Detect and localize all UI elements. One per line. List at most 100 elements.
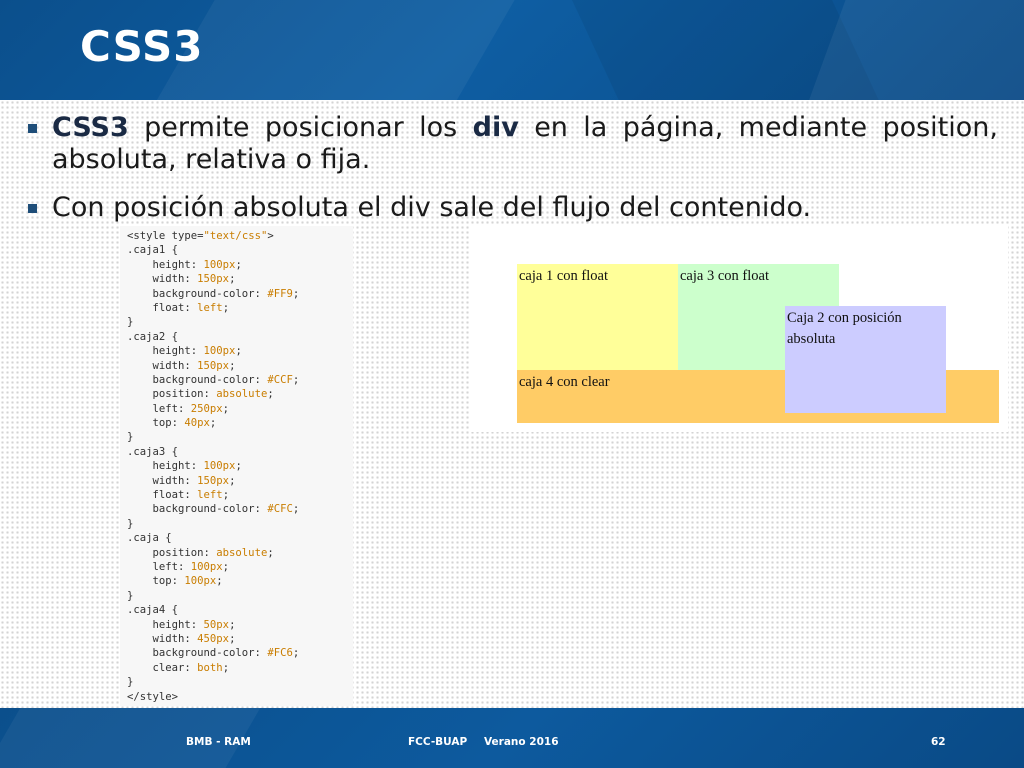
- code-token: left: [197, 489, 223, 502]
- code-line: </style>: [127, 690, 353, 704]
- code-token: ;: [267, 388, 274, 401]
- code-line: width: 150px;: [127, 359, 353, 373]
- code-line: float: left;: [127, 301, 353, 315]
- code-token: absolute: [216, 546, 268, 559]
- css-code-block: <style type="text/css">.caja1 { height: …: [120, 226, 353, 706]
- code-line: top: 100px;: [127, 574, 353, 588]
- footer-institution: FCC-BUAP: [408, 736, 468, 748]
- code-token: position:: [127, 546, 217, 559]
- code-line: .caja3 {: [127, 445, 353, 459]
- code-token: height:: [127, 460, 204, 473]
- code-token: width:: [127, 632, 198, 645]
- code-token: position:: [127, 388, 217, 401]
- code-token: background-color:: [127, 503, 268, 516]
- code-token: background-color:: [127, 647, 268, 660]
- code-line: .caja1 {: [127, 243, 353, 257]
- code-line: }: [127, 430, 353, 444]
- code-token: float:: [127, 301, 198, 314]
- code-line: float: left;: [127, 488, 353, 502]
- bullet-item: Con posición absoluta el div sale del fl…: [26, 192, 998, 224]
- code-token: height:: [127, 345, 204, 358]
- code-line: <style type="text/css">: [127, 229, 353, 243]
- bullet-text: Con posición absoluta el div sale del fl…: [52, 192, 812, 223]
- code-token: ;: [222, 560, 230, 573]
- code-line: height: 100px;: [127, 258, 353, 272]
- box-label: Caja 2 con posición: [787, 310, 902, 326]
- code-token: ;: [292, 503, 300, 516]
- code-line: height: 50px;: [127, 618, 353, 632]
- square-bullet-icon: [28, 124, 37, 133]
- code-line: position: absolute;: [127, 387, 353, 401]
- code-token: ;: [229, 618, 236, 631]
- code-line: .caja4 {: [127, 603, 353, 617]
- demo-box-caja1: caja 1 con float: [517, 264, 678, 371]
- code-token: ;: [216, 575, 223, 588]
- box-label: caja 1 con float: [519, 268, 608, 284]
- code-line: background-color: #CCF;: [127, 373, 353, 387]
- code-token: ;: [222, 402, 230, 415]
- code-token: top:: [127, 575, 185, 588]
- code-token: .caja3 {: [127, 445, 179, 458]
- code-token: .caja1 {: [127, 244, 179, 257]
- code-token: ;: [222, 489, 230, 502]
- code-token: >: [267, 230, 274, 242]
- code-token: 100px: [203, 345, 236, 358]
- code-token: 250px: [190, 402, 223, 415]
- code-token: background-color:: [127, 287, 268, 300]
- code-token: 150px: [197, 273, 230, 286]
- code-token: background-color:: [127, 373, 268, 386]
- footer-page-number: 62: [931, 736, 946, 748]
- code-token: left:: [127, 402, 191, 415]
- code-token: left:: [127, 560, 191, 573]
- box-label: caja 3 con float: [680, 268, 769, 284]
- footer-term: Verano 2016: [484, 736, 559, 748]
- code-token: 100px: [203, 258, 236, 271]
- code-token: ;: [292, 373, 300, 386]
- code-line: width: 150px;: [127, 272, 353, 286]
- code-token: 100px: [184, 575, 217, 588]
- code-token: ;: [222, 661, 230, 674]
- code-token: 50px: [203, 618, 230, 631]
- square-bullet-icon: [28, 204, 37, 213]
- code-line: }: [127, 315, 353, 329]
- code-token: width:: [127, 359, 198, 372]
- bold-term: CSS3: [52, 112, 129, 143]
- bold-term: div: [472, 112, 519, 143]
- code-line: }: [127, 675, 353, 689]
- code-token: height:: [127, 258, 204, 271]
- code-token: width:: [127, 273, 198, 286]
- bullet-text-run: permite posicionar los: [128, 112, 473, 143]
- code-token: }: [127, 316, 134, 329]
- bullet-text: CSS3 permite posicionar los div en la pá…: [52, 112, 998, 175]
- code-token: ;: [292, 647, 300, 660]
- code-token: ;: [267, 546, 274, 559]
- code-token: height:: [127, 618, 204, 631]
- code-line: width: 150px;: [127, 474, 353, 488]
- code-token: ;: [229, 359, 236, 372]
- code-token: ;: [235, 460, 242, 473]
- code-token: ;: [235, 345, 242, 358]
- code-line: .caja2 {: [127, 330, 353, 344]
- code-line: height: 100px;: [127, 344, 353, 358]
- code-token: <style: [127, 230, 172, 242]
- code-token: ;: [222, 301, 230, 314]
- code-line: background-color: #FF9;: [127, 287, 353, 301]
- bullet-list: CSS3 permite posicionar los div en la pá…: [26, 112, 998, 224]
- code-token: </style>: [127, 690, 179, 703]
- code-token: width:: [127, 474, 198, 487]
- code-token: #CFC: [267, 503, 293, 516]
- code-token: ;: [229, 273, 236, 286]
- footer-author: BMB - RAM: [186, 736, 251, 748]
- code-token: .caja {: [127, 532, 172, 545]
- code-token: #FC6: [267, 647, 293, 660]
- code-token: both: [197, 661, 223, 674]
- code-token: 150px: [197, 359, 230, 372]
- code-token: float:: [127, 489, 198, 502]
- slide-footer: BMB - RAM FCC-BUAP Verano 2016 62: [0, 708, 1024, 768]
- float-position-demo: caja 1 con float caja 3 con float caja 4…: [470, 224, 1008, 432]
- code-token: }: [127, 431, 134, 444]
- code-token: 450px: [197, 632, 230, 645]
- slide-header: CSS3: [0, 0, 1024, 100]
- code-token: top:: [127, 417, 185, 430]
